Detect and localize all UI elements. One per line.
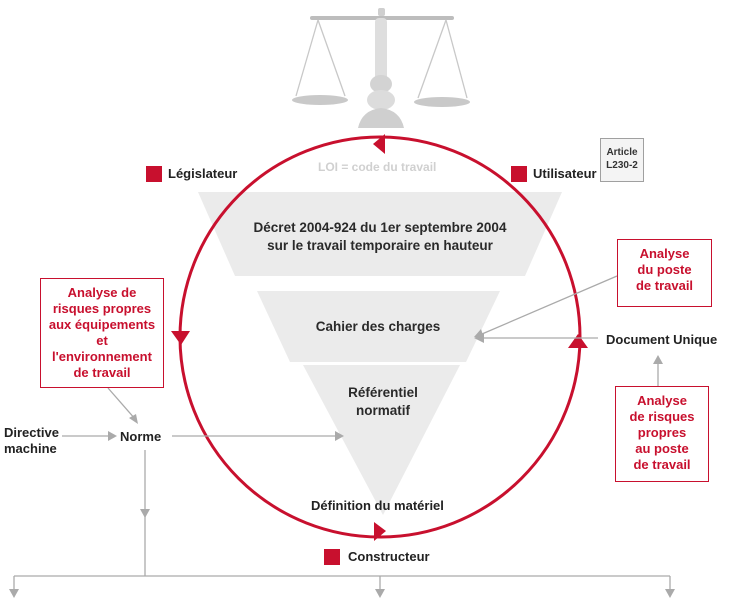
document-unique-label: Document Unique <box>606 332 718 347</box>
definition-materiel-label: Définition du matériel <box>311 498 444 513</box>
cahier-des-charges-text: Cahier des charges <box>315 319 441 334</box>
utilisateur-marker <box>511 166 527 182</box>
legislateur-label: Législateur <box>168 166 238 181</box>
constructeur-marker <box>324 549 340 565</box>
directive-line-2: machine <box>4 441 57 456</box>
box-line: et <box>96 333 108 348</box>
analyse-du-poste-box: Analyse du poste de travail <box>617 239 712 307</box>
loi-label: LOI = code du travail <box>318 160 437 174</box>
decret-line-1: Décret 2004-924 du 1er septembre 2004 <box>253 220 507 235</box>
box-line: de travail <box>635 278 694 293</box>
cycle-arrow-bottom <box>374 522 386 541</box>
box-line: au poste <box>635 441 689 456</box>
decret-text: Décret 2004-924 du 1er septembre 2004 su… <box>230 219 530 255</box>
cycle-arrow-top <box>373 134 385 154</box>
cycle-arrow-right <box>568 334 588 348</box>
box-line: l'environnement <box>52 349 152 364</box>
connector-lines <box>13 275 671 592</box>
box-line: Analyse <box>637 393 687 408</box>
referentiel-line-2: normatif <box>356 403 410 418</box>
cycle-circle <box>171 134 588 541</box>
article-line: Article <box>606 147 638 158</box>
box-line: risques propres <box>52 301 152 316</box>
directive-line-1: Directive <box>4 425 59 440</box>
referentiel-text: Référentiel normatif <box>310 384 456 420</box>
constructeur-label: Constructeur <box>348 549 430 564</box>
box-line: de travail <box>73 365 131 380</box>
referentiel-line-1: Référentiel <box>348 385 418 400</box>
norme-label: Norme <box>120 429 162 444</box>
box-line: du poste <box>637 262 692 277</box>
box-line: aux équipements <box>48 317 156 332</box>
directive-machine-label: Directive machine <box>4 425 62 457</box>
article-number: L230-2 <box>606 160 638 171</box>
article-document-icon: Article L230-2 <box>600 138 644 182</box>
analyse-risques-equipements-box: Analyse de risques propres aux équipemen… <box>40 278 164 388</box>
utilisateur-label: Utilisateur <box>533 166 597 181</box>
scales-of-justice-icon <box>292 8 470 128</box>
box-line: propres <box>637 425 687 440</box>
connector-arrowheads <box>9 329 675 598</box>
box-line: Analyse de <box>67 285 137 300</box>
decret-line-2: sur le travail temporaire en hauteur <box>267 238 493 253</box>
box-line: de travail <box>633 457 691 472</box>
funnel-triangle <box>198 192 562 515</box>
legislateur-marker <box>146 166 162 182</box>
cycle-arrow-left <box>171 331 190 345</box>
box-line: de risques <box>629 409 695 424</box>
box-line: Analyse <box>639 246 690 261</box>
analyse-risques-poste-box: Analyse de risques propres au poste de t… <box>615 386 709 482</box>
